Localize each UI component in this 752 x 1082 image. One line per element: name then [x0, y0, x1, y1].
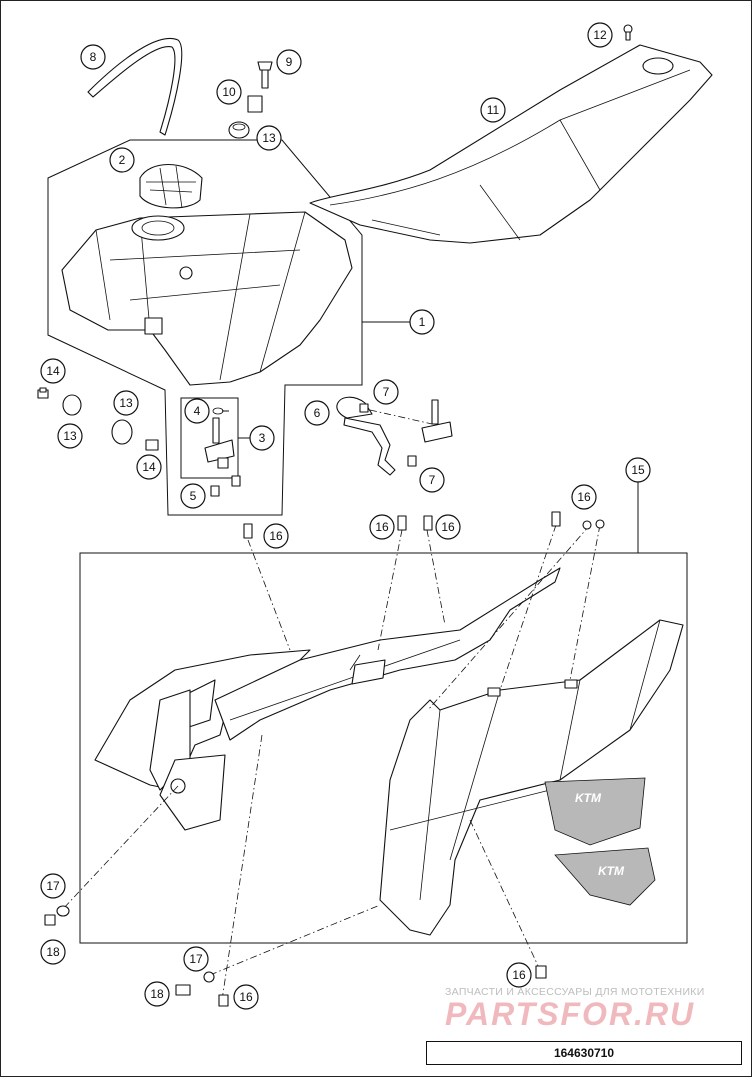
callout-14-left-a: 14 — [40, 358, 66, 384]
svg-text:14: 14 — [142, 460, 156, 474]
svg-text:15: 15 — [631, 463, 645, 477]
callout-13-left-b: 13 — [57, 423, 83, 449]
callout-16-d: 16 — [571, 484, 597, 510]
svg-text:5: 5 — [190, 489, 197, 503]
decal-upper-text: KTM — [575, 791, 602, 805]
decal-upper: KTM — [544, 777, 646, 846]
seat-screw — [623, 24, 633, 41]
callout-14-left-b: 14 — [136, 454, 162, 480]
svg-text:11: 11 — [487, 103, 500, 117]
svg-text:16: 16 — [375, 520, 389, 534]
svg-text:1: 1 — [419, 315, 426, 329]
svg-text:9: 9 — [286, 55, 293, 69]
svg-text:3: 3 — [259, 431, 266, 445]
callout-18-a: 18 — [40, 939, 66, 965]
svg-text:7: 7 — [383, 385, 390, 399]
fuel-tank — [61, 211, 353, 386]
side-cover-right — [379, 619, 684, 936]
callout-7-upper: 7 — [373, 379, 399, 405]
callout-9: 9 — [276, 49, 302, 75]
svg-text:2: 2 — [119, 153, 126, 167]
callout-13-top: 13 — [256, 125, 282, 151]
callout-17-b: 17 — [183, 946, 209, 972]
watermark-brand: PARTSFOR.RU — [445, 996, 696, 1032]
fuel-tap — [204, 407, 241, 497]
callout-16-b: 16 — [369, 514, 395, 540]
side-cover-left — [94, 567, 561, 831]
callout-13-left-a: 13 — [113, 390, 139, 416]
callout-12: 12 — [587, 22, 613, 48]
svg-text:17: 17 — [189, 952, 203, 966]
svg-text:16: 16 — [512, 968, 526, 982]
part-number-box: 164630710 — [426, 1041, 742, 1065]
svg-text:13: 13 — [262, 131, 276, 145]
tank-mount-hardware-left — [37, 387, 159, 451]
callout-3: 3 — [249, 425, 275, 451]
watermark-tagline: ЗАПЧАСТИ И АКСЕССУАРЫ ДЛЯ МОТОТЕХНИКИ — [445, 986, 705, 998]
fuel-hose — [336, 396, 453, 476]
callout-17-a: 17 — [40, 873, 66, 899]
callout-16-e: 16 — [506, 962, 532, 988]
svg-text:10: 10 — [222, 85, 236, 99]
callout-16-c: 16 — [435, 514, 461, 540]
svg-text:16: 16 — [239, 990, 253, 1004]
svg-text:4: 4 — [194, 404, 201, 418]
svg-text:16: 16 — [441, 520, 455, 534]
callout-1: 1 — [409, 309, 435, 335]
svg-text:8: 8 — [90, 50, 97, 64]
fuel-tank-group-outline — [47, 139, 363, 516]
callout-2: 2 — [109, 147, 135, 173]
svg-text:16: 16 — [269, 529, 283, 543]
breather-hose — [87, 37, 183, 136]
callout-16-a: 16 — [263, 523, 289, 549]
svg-text:18: 18 — [150, 987, 164, 1001]
callout-18-b: 18 — [144, 981, 170, 1007]
side-cover-group-box — [79, 552, 688, 944]
callout-15: 15 — [625, 457, 651, 483]
callout-11: 11 — [480, 97, 506, 123]
svg-text:17: 17 — [46, 879, 60, 893]
seat — [309, 44, 713, 244]
callout-7-lower: 7 — [419, 467, 445, 493]
leader-lines — [222, 321, 639, 553]
svg-text:14: 14 — [46, 364, 60, 378]
svg-text:16: 16 — [577, 490, 591, 504]
svg-text:18: 18 — [46, 945, 60, 959]
svg-text:12: 12 — [593, 28, 607, 42]
decal-lower-text: KTM — [598, 864, 625, 878]
decal-lower: KTM — [554, 847, 656, 906]
filler-cap — [139, 164, 203, 209]
callout-5: 5 — [180, 483, 206, 509]
callout-6: 6 — [304, 400, 330, 426]
callout-10: 10 — [216, 79, 242, 105]
callout-16-f: 16 — [233, 984, 259, 1010]
part-number: 164630710 — [553, 1046, 615, 1060]
svg-text:13: 13 — [119, 396, 133, 410]
installation-lines — [61, 524, 601, 1001]
callout-8: 8 — [80, 44, 106, 70]
svg-text:7: 7 — [429, 473, 436, 487]
callout-4: 4 — [184, 398, 210, 424]
tank-mount-hardware-top — [228, 61, 273, 139]
fasteners — [44, 511, 605, 1007]
svg-text:6: 6 — [314, 406, 321, 420]
svg-text:13: 13 — [63, 429, 77, 443]
